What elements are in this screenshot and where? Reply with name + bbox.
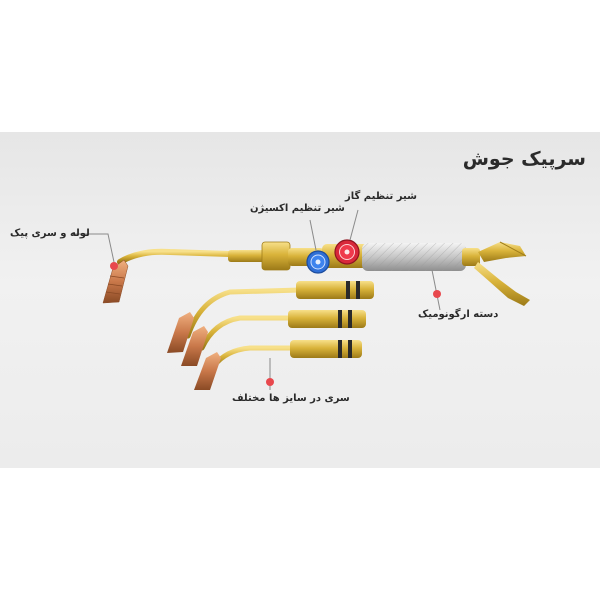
main-torch — [102, 239, 530, 306]
callout-oxygen-valve — [309, 219, 317, 251]
label-gas-valve: شیر تنظیم گاز — [345, 191, 417, 202]
label-various-sizes: سری در سایز ها مختلف — [232, 393, 350, 404]
tip-size-1 — [167, 281, 374, 353]
gas-inlet-lower — [474, 262, 530, 306]
main-tube — [117, 248, 233, 265]
page-title: سرپیک جوش — [462, 148, 586, 170]
background-panel — [0, 132, 600, 468]
gas-inlet-upper — [478, 242, 526, 262]
label-oxygen-valve: شیر تنظیم اکسیژن — [250, 203, 345, 214]
gas-valve-knob — [334, 239, 360, 265]
label-tube-and-tip: لوله و سری پیک — [10, 228, 90, 239]
callout-various-sizes — [266, 358, 274, 390]
callout-tube-and-tip — [72, 233, 118, 270]
callout-gas-valve — [349, 209, 359, 241]
hex-nut — [261, 241, 291, 271]
ergonomic-handle — [362, 243, 466, 271]
label-ergonomic-handle: دسته ارگونومیک — [418, 309, 499, 320]
oxygen-valve-knob — [306, 250, 330, 274]
callout-ergonomic-handle — [431, 269, 441, 311]
tip-size-3 — [194, 340, 362, 390]
tip-size-2 — [181, 310, 366, 366]
